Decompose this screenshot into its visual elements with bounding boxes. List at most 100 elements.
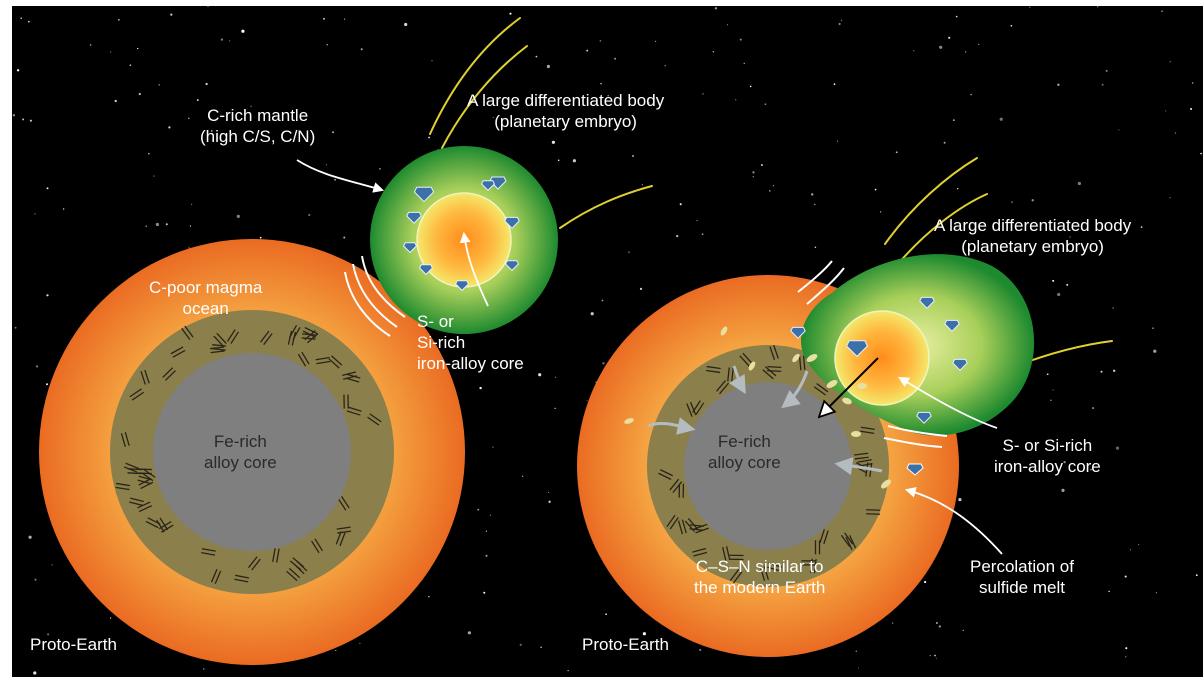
- star: [428, 596, 430, 598]
- mantle-dash: [342, 371, 356, 376]
- mantle-dash: [722, 546, 727, 561]
- mantle-dash: [127, 472, 142, 475]
- star: [913, 50, 915, 52]
- star: [22, 118, 25, 121]
- star: [1066, 283, 1069, 286]
- mantle-dash: [160, 524, 174, 533]
- star: [259, 236, 262, 239]
- star: [978, 43, 980, 45]
- star: [952, 119, 955, 121]
- diamond-icon: [504, 260, 520, 272]
- mantle-dash: [314, 538, 323, 552]
- star: [957, 188, 959, 190]
- mantle-dash: [165, 370, 176, 381]
- mantle-dash: [263, 333, 273, 346]
- star: [572, 159, 577, 163]
- mantle-dash: [849, 535, 857, 549]
- star: [1010, 24, 1013, 27]
- mantle-dash: [124, 432, 130, 446]
- mantle-dash: [210, 350, 225, 354]
- mantle-dash: [773, 345, 779, 359]
- star: [811, 193, 814, 196]
- mantle-dash: [301, 333, 317, 336]
- left-bow-shock: [344, 255, 406, 337]
- left-embryo-title: A large differentiated body (planetary e…: [467, 91, 665, 131]
- mantle-dash: [311, 540, 320, 554]
- mantle-dash: [336, 526, 351, 530]
- mantle-dash: [201, 548, 216, 552]
- star: [631, 154, 635, 158]
- mantle-dash: [287, 330, 293, 345]
- star: [1108, 590, 1110, 593]
- star: [1200, 152, 1202, 155]
- star: [1112, 307, 1114, 309]
- star: [109, 51, 112, 53]
- star: [962, 629, 965, 632]
- star: [768, 190, 771, 192]
- mantle-dash: [170, 346, 184, 355]
- right-percolation-label: Percolation of sulfide melt: [970, 557, 1074, 597]
- star: [1125, 647, 1128, 650]
- star: [334, 179, 336, 181]
- star: [485, 554, 488, 557]
- mantle-dash: [123, 466, 138, 473]
- core-merge-arrow: [820, 357, 879, 416]
- star: [676, 234, 679, 238]
- star: [404, 22, 408, 27]
- mantle-dash: [669, 478, 680, 491]
- star: [1011, 201, 1013, 203]
- mantle-dash: [802, 355, 806, 370]
- star: [586, 49, 589, 52]
- star: [47, 633, 50, 636]
- star: [323, 17, 325, 20]
- star: [1031, 199, 1034, 202]
- star: [428, 136, 430, 139]
- star: [20, 17, 22, 19]
- right-embryo-core: [834, 310, 930, 406]
- star: [168, 126, 171, 129]
- star: [714, 7, 718, 10]
- star: [1129, 549, 1132, 551]
- mantle-dash: [347, 406, 362, 412]
- star: [1097, 6, 1099, 8]
- left-embryo-core: [416, 192, 512, 288]
- mantle-dash: [813, 559, 817, 574]
- star: [639, 287, 643, 291]
- mantle-dash: [658, 472, 672, 480]
- mantle-dash: [341, 495, 350, 509]
- percolation-arrows: [647, 365, 883, 475]
- star: [118, 19, 120, 21]
- mantle-dash: [230, 331, 240, 344]
- star: [701, 233, 704, 236]
- mantle-dash: [140, 371, 146, 385]
- star: [1169, 61, 1171, 63]
- mantle-dash: [259, 330, 270, 343]
- mantle-dash: [767, 566, 781, 572]
- star: [51, 564, 53, 566]
- star: [929, 654, 931, 657]
- star: [326, 44, 328, 46]
- star: [551, 140, 556, 144]
- left-core-label: Fe-rich alloy core: [204, 432, 277, 472]
- mantle-dash: [798, 356, 802, 371]
- mantle-dash: [339, 532, 346, 547]
- star: [764, 103, 767, 106]
- star: [431, 60, 433, 62]
- mantle-dash: [210, 569, 218, 583]
- diamond-icon: [418, 264, 434, 276]
- star: [211, 130, 213, 132]
- mantle-dash: [672, 481, 683, 494]
- mantle-dash: [162, 367, 174, 378]
- mantle-dash: [214, 570, 222, 584]
- star: [1090, 468, 1092, 471]
- star: [28, 535, 32, 539]
- star: [138, 92, 141, 96]
- star: [548, 500, 551, 503]
- mantle-dash: [138, 478, 152, 486]
- mantle-dash: [715, 380, 726, 392]
- mantle-dash: [860, 430, 875, 435]
- star: [332, 131, 335, 134]
- star: [743, 62, 745, 65]
- star: [1161, 10, 1163, 13]
- star: [874, 188, 877, 191]
